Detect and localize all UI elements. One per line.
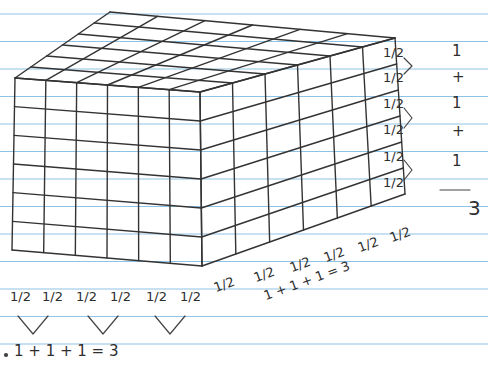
ruled-line — [0, 206, 488, 207]
side-face-grid — [200, 64, 396, 121]
handwritten-label: 1/2 — [42, 290, 63, 303]
handwritten-label: 1/2 — [383, 71, 404, 84]
side-face-grid — [201, 142, 401, 208]
handwritten-label: 3 — [468, 198, 481, 218]
side-face-grid — [202, 168, 404, 237]
handwritten-label: 1/2 — [356, 235, 380, 254]
ruled-line — [0, 41, 488, 42]
ruled-line — [0, 96, 488, 97]
ruled-line — [0, 13, 488, 14]
top-face-grid — [31, 67, 233, 83]
side-face-grid — [201, 116, 400, 179]
handwritten-label: 1/2 — [383, 176, 404, 189]
top-face-grid — [94, 23, 362, 47]
ruled-line — [0, 68, 488, 69]
ruled-line — [0, 288, 488, 289]
top-face-grid — [78, 34, 330, 56]
brace-mark — [404, 58, 412, 74]
brace-mark — [155, 316, 185, 334]
brace-mark — [404, 160, 412, 180]
handwritten-label: 1/2 — [383, 97, 404, 110]
ruled-line — [0, 233, 488, 234]
handwritten-label: 1/2 — [146, 290, 167, 303]
ruled-line — [0, 123, 488, 124]
handwritten-label: 1/2 — [383, 150, 404, 163]
handwritten-label: 1/2 — [288, 255, 312, 274]
front-face-grid — [14, 164, 202, 179]
front-face-grid — [13, 221, 202, 237]
ruled-line — [0, 261, 488, 262]
ruled-line — [0, 316, 488, 317]
handwritten-label: 1 — [452, 44, 462, 59]
handwritten-label: 1/2 — [10, 290, 31, 303]
handwritten-label: + — [452, 70, 465, 85]
ruled-line — [0, 151, 488, 152]
handwritten-label: 1/2 — [212, 275, 236, 294]
brace-mark — [440, 189, 470, 190]
ruled-line — [0, 178, 488, 179]
handwritten-label: 1/2 — [110, 290, 131, 303]
brace-mark — [404, 108, 412, 128]
top-face-grid — [63, 45, 298, 65]
handwritten-label: 1/2 — [76, 290, 97, 303]
handwritten-label: 1/2 — [252, 265, 276, 284]
handwritten-label: 1/2 — [180, 290, 201, 303]
handwritten-label: 1 + 1 + 1 = 3 — [14, 344, 119, 359]
side-face-grid — [201, 90, 399, 150]
handwritten-label: 1 — [452, 154, 462, 169]
front-face-grid — [13, 193, 201, 208]
front-face-grid — [14, 135, 201, 150]
brace-mark — [18, 316, 48, 334]
front-face-grid — [15, 107, 201, 121]
dot-mark — [5, 354, 8, 357]
handwritten-label: 1/2 — [383, 123, 404, 136]
handwritten-label: 1/2 — [388, 225, 412, 244]
handwritten-label: 1/2 — [383, 46, 404, 59]
brace-mark — [88, 316, 118, 334]
handwritten-label: + — [452, 124, 465, 139]
handwritten-label: 1 — [452, 96, 462, 111]
